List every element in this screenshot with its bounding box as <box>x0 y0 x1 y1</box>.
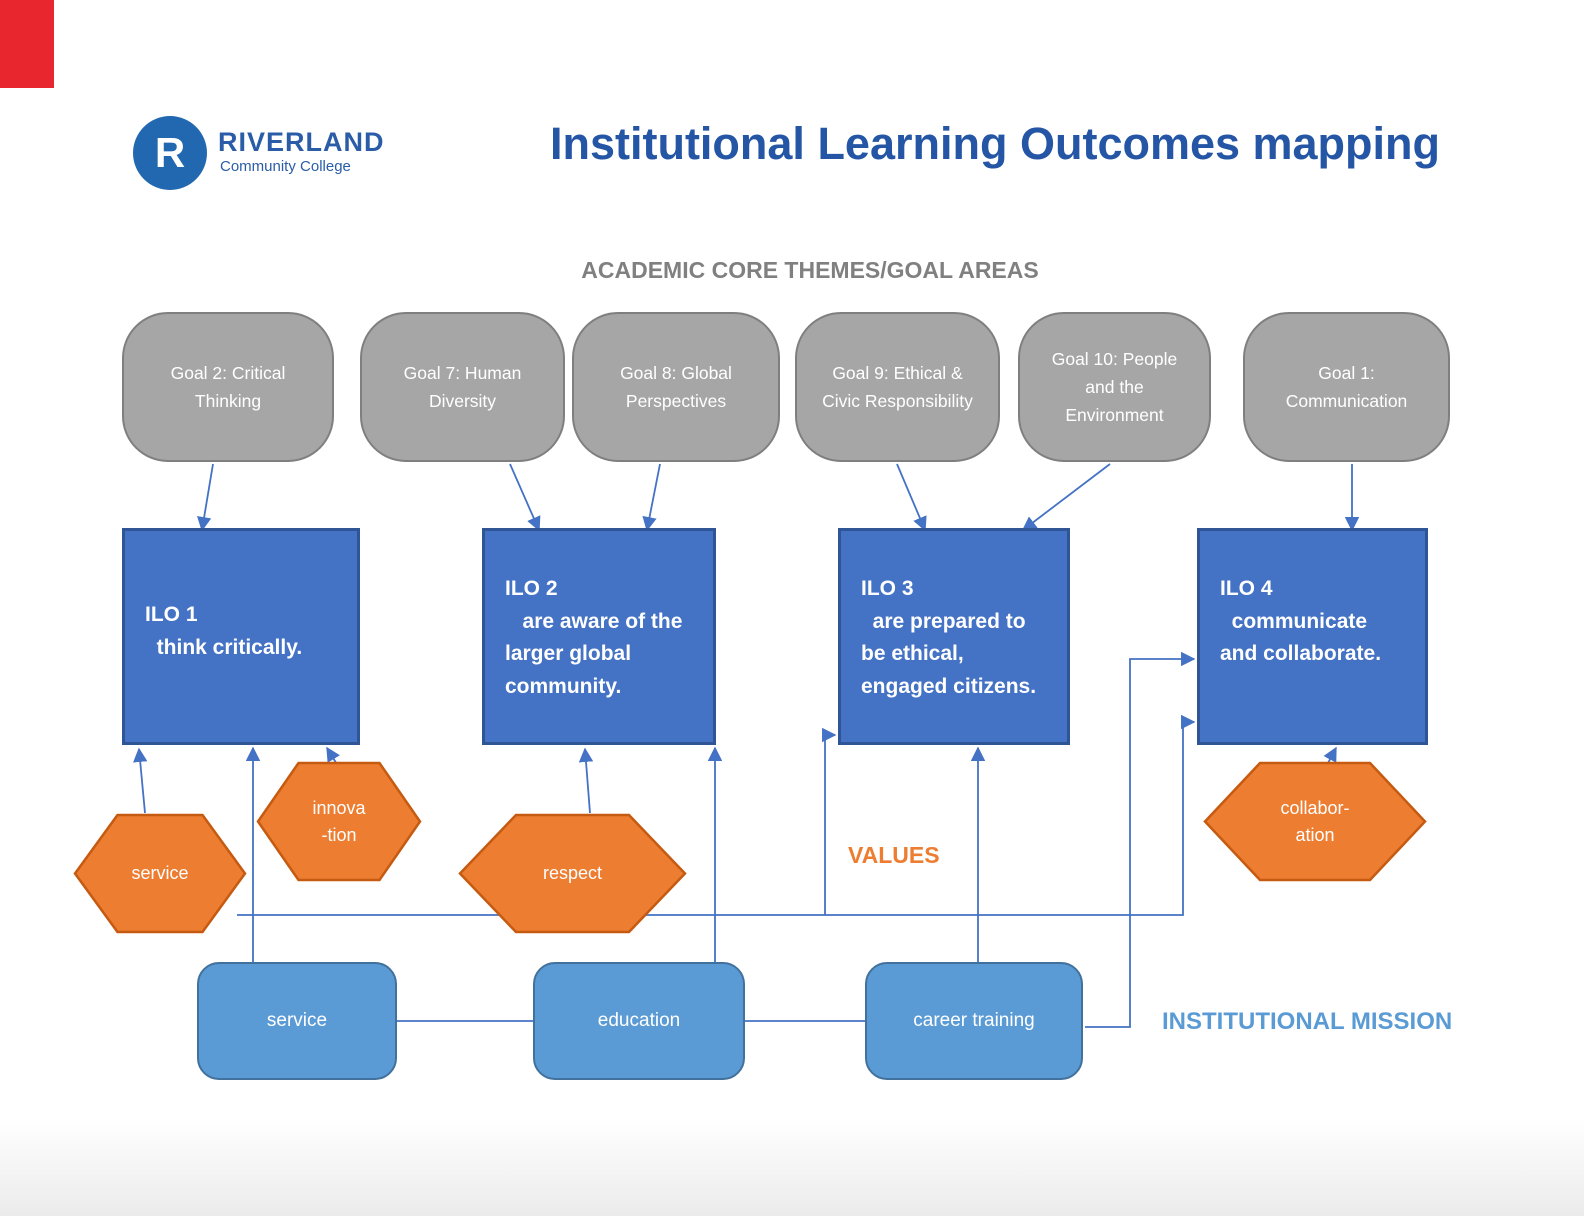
goal-node-human-diversity: Goal 7: Human Diversity <box>360 312 565 462</box>
innovation-hexagon-label: innova -tion <box>312 797 366 845</box>
ilo-3-node: ILO 3 are prepared to be ethical, engage… <box>838 528 1070 745</box>
hexagon-shapes <box>73 761 1427 934</box>
heading-goal-areas: ACADEMIC CORE THEMES/GOAL AREAS <box>581 257 1039 283</box>
arrow-goal9-ilo3 <box>896 463 927 532</box>
ilo-2-node: ILO 2 are aware of the larger global com… <box>482 528 716 745</box>
ilo-3-text: are prepared to be ethical, engaged citi… <box>861 609 1037 698</box>
respect-hexagon <box>458 813 687 934</box>
line-values-ilo3 <box>822 727 837 915</box>
innovation-hexagon <box>256 761 422 882</box>
logo-subtitle: Community College <box>220 158 351 175</box>
respect-hexagon-label: respect <box>542 863 603 883</box>
service-hexagon-label: service <box>131 863 189 883</box>
arrow-respect-ilo2 <box>578 747 594 814</box>
arrow-goal2-ilo1 <box>197 463 214 532</box>
mission-node-education: education <box>533 962 745 1080</box>
logo-monogram: R <box>154 129 186 176</box>
ilo-1-node: ILO 1 think critically. <box>122 528 360 745</box>
riverland-logo: R <box>133 116 207 190</box>
arrow-collaboration-ilo4 <box>1323 746 1337 764</box>
service-hexagon <box>73 813 247 934</box>
page-title: Institutional Learning Outcomes mapping <box>549 118 1441 169</box>
logo-name: RIVERLAND <box>218 127 385 157</box>
ilo-4-title: ILO 4 <box>1220 577 1273 600</box>
arrow-goal10-ilo3 <box>1021 463 1111 531</box>
ilo-2-text: are aware of the larger global community… <box>505 609 683 698</box>
goal-node-people-environment: Goal 10: People and the Environment <box>1018 312 1211 462</box>
goal-node-global-perspectives: Goal 8: Global Perspectives <box>572 312 780 462</box>
line-values-ilo4 <box>237 714 1196 916</box>
collaboration-hexagon <box>1203 761 1427 882</box>
heading-values: VALUES <box>848 842 940 868</box>
collaboration-hexagon-label: collabor- ation <box>1280 797 1350 845</box>
ilo-4-text: communicate and collaborate. <box>1220 609 1382 666</box>
ilo-1-title: ILO 1 <box>145 603 198 626</box>
heading-institutional-mission: INSTITUTIONAL MISSION <box>1162 1008 1453 1035</box>
red-corner-mark <box>0 0 54 88</box>
ilo-3-title: ILO 3 <box>861 577 914 600</box>
arrow-goal7-ilo2 <box>509 463 541 532</box>
mission-node-career-training: career training <box>865 962 1083 1080</box>
goal-node-communication: Goal 1: Communication <box>1243 312 1450 462</box>
ilo-1-text: think critically. <box>145 635 303 659</box>
ilo-2-title: ILO 2 <box>505 577 558 600</box>
arrow-service-hex-ilo1 <box>133 747 148 814</box>
line-career-ilo4 <box>1085 651 1196 1028</box>
arrow-goal8-ilo2 <box>642 463 661 532</box>
mission-node-service: service <box>197 962 397 1080</box>
ilo-4-node: ILO 4 communicate and collaborate. <box>1197 528 1428 745</box>
arrow-group <box>133 463 1360 1028</box>
goal-node-critical-thinking: Goal 2: Critical Thinking <box>122 312 334 462</box>
goal-node-ethical-civic: Goal 9: Ethical & Civic Responsibility <box>795 312 1000 462</box>
